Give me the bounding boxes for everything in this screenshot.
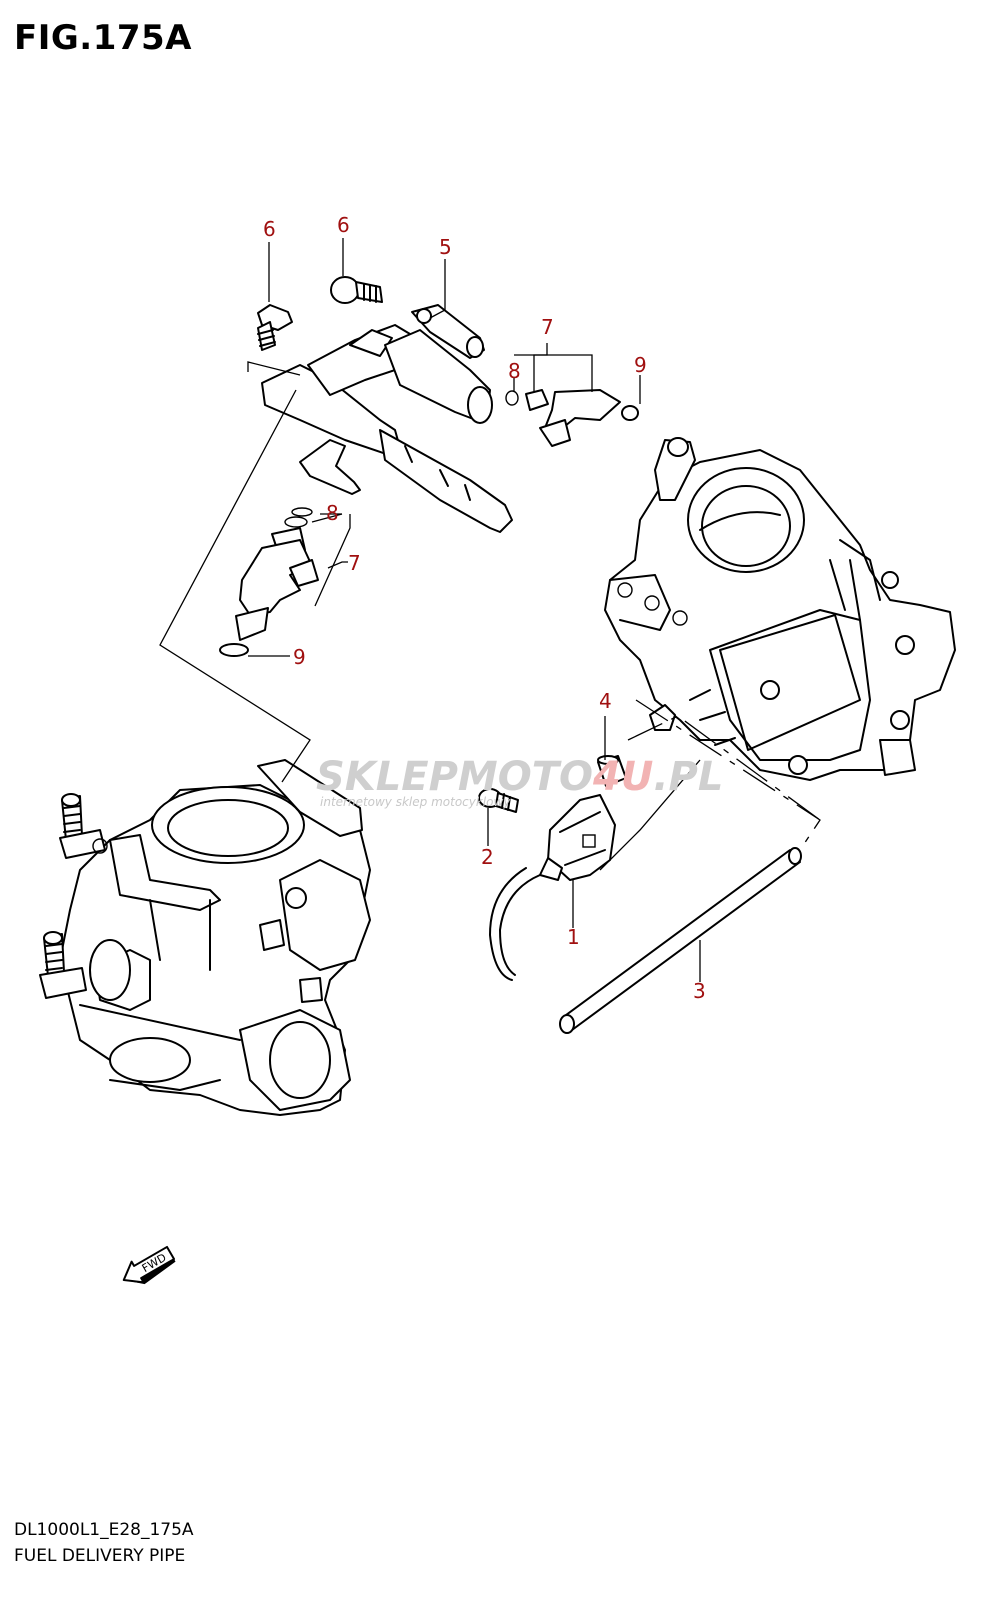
callout-4: 4: [599, 689, 612, 713]
screw-2: [478, 788, 519, 813]
svg-text:SKLEPMOTO4U.PL: SKLEPMOTO4U.PL: [316, 754, 723, 800]
callout-8-side: 8: [326, 501, 339, 525]
watermark-brand-b: 4U: [592, 754, 653, 800]
leader-lines: [248, 238, 701, 982]
screw-6-left: [257, 304, 293, 351]
figure-title: FIG.175A: [14, 18, 192, 58]
injector-assembly-right: [505, 389, 639, 447]
watermark: SKLEPMOTO4U.PL internetowy sklep motocyk…: [316, 754, 723, 809]
throttle-body-right: [604, 437, 956, 781]
callout-7-top: 7: [541, 315, 554, 339]
fuel-delivery-pipe: [261, 304, 513, 533]
figure-code: DL1000L1_E28_175A: [14, 1520, 194, 1540]
callout-3: 3: [693, 979, 706, 1003]
watermark-brand-c: .PL: [653, 754, 723, 800]
assembly-lines: [159, 361, 821, 871]
injector-assembly-left: [219, 507, 319, 657]
callout-1: 1: [567, 925, 580, 949]
throttle-body-left: [39, 759, 371, 1116]
callout-7-side: 7: [348, 551, 361, 575]
hose-3: [559, 847, 802, 1034]
callout-8-top: 8: [508, 359, 521, 383]
figure-name: FUEL DELIVERY PIPE: [14, 1546, 186, 1566]
screw-6-top: [330, 276, 383, 304]
cap-4: [597, 755, 627, 787]
callout-9-side: 9: [293, 645, 306, 669]
callouts: 1 2 3 4 5 6 6 7 7 8 8 9 9: [263, 213, 706, 1003]
watermark-tagline: internetowy sklep motocyklowy: [320, 795, 511, 809]
figure-footer: DL1000L1_E28_175A FUEL DELIVERY PIPE: [14, 1517, 194, 1569]
callout-6-left: 6: [263, 217, 276, 241]
map-sensor: [489, 794, 616, 981]
callout-6-top: 6: [337, 213, 350, 237]
watermark-brand-a: SKLEPMOTO: [316, 754, 593, 800]
callout-2: 2: [481, 845, 494, 869]
callout-5: 5: [439, 235, 452, 259]
callout-9-top: 9: [634, 353, 647, 377]
fwd-arrow: FWD: [122, 1245, 176, 1285]
